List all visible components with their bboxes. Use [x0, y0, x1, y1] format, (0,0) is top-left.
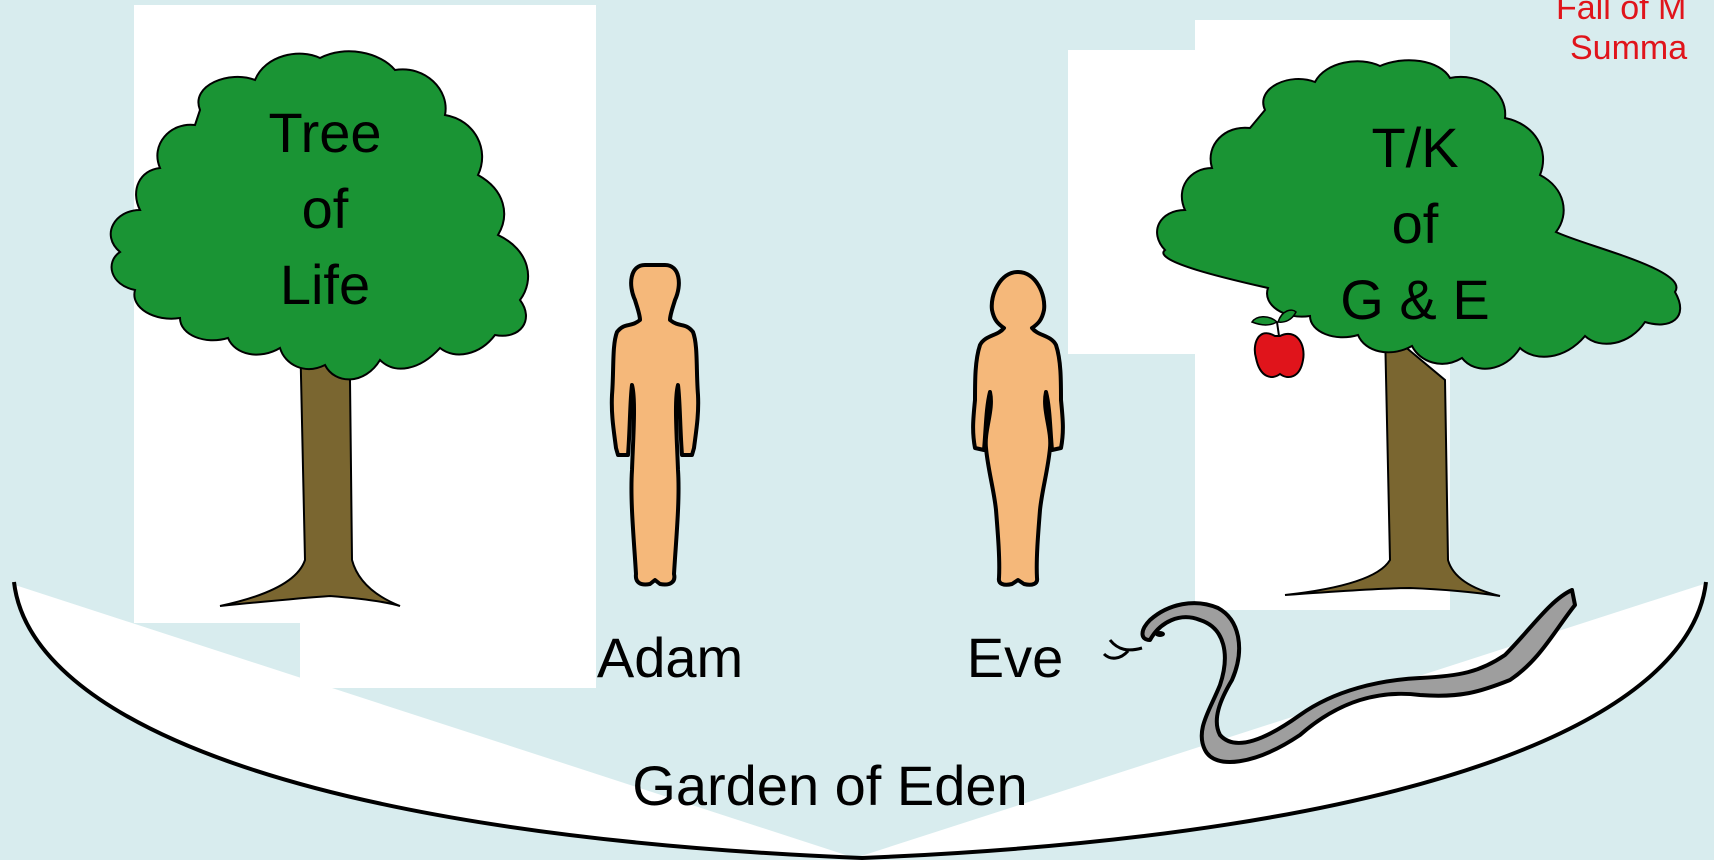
tree-of-knowledge-label: T/K of G & E — [1290, 110, 1540, 338]
tree-of-knowledge-line2: of — [1290, 186, 1540, 262]
tree-of-life-label: Tree of Life — [220, 95, 430, 323]
garden-of-eden-label: Garden of Eden — [585, 756, 1075, 816]
tree-of-life-line2: of — [220, 171, 430, 247]
corner-note-line2: Summa — [1540, 28, 1714, 68]
corner-note-line1: Fall of M — [1540, 0, 1714, 28]
corner-note: Fall of M Summa — [1540, 0, 1714, 68]
tree-of-life-line3: Life — [220, 247, 430, 323]
person-male-icon — [612, 265, 698, 585]
person-female-icon — [973, 272, 1063, 585]
eve-label: Eve — [950, 628, 1080, 688]
tree-of-life-line1: Tree — [220, 95, 430, 171]
adam-label: Adam — [570, 628, 770, 688]
tree-of-knowledge-line3: G & E — [1290, 262, 1540, 338]
tree-of-knowledge-line1: T/K — [1290, 110, 1540, 186]
